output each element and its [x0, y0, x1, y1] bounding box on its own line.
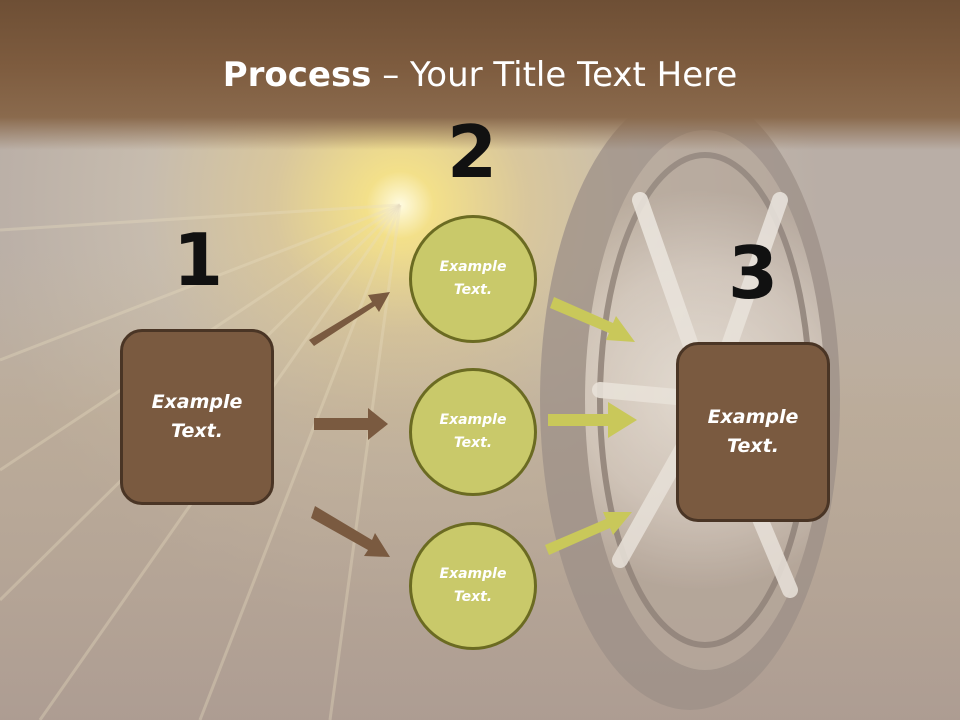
circle-2-line2: Text.	[453, 435, 493, 451]
step-number-2: 2	[446, 110, 498, 194]
arrow-to-circle-3	[311, 506, 390, 557]
slide-title: Process – Your Title Text Here	[0, 52, 960, 98]
arrow-to-circle-2	[314, 408, 388, 440]
right-box: Example Text.	[676, 342, 830, 522]
arrow-from-circle-2	[548, 402, 637, 438]
step-number-3: 3	[727, 231, 779, 315]
circle-1: Example Text.	[409, 215, 537, 343]
circle-1-line1: Example	[439, 259, 507, 275]
arrow-from-circle-1	[550, 297, 635, 342]
circle-3: Example Text.	[409, 522, 537, 650]
circle-3-line2: Text.	[453, 589, 493, 605]
left-box: Example Text.	[120, 329, 274, 505]
left-box-line1: Example	[151, 391, 243, 413]
arrow-to-circle-1	[309, 292, 390, 346]
arrow-from-circle-3	[545, 512, 632, 555]
step-number-1: 1	[172, 218, 224, 302]
title-band	[0, 0, 960, 150]
circle-2-line1: Example	[439, 412, 507, 428]
right-box-line1: Example	[707, 406, 799, 428]
right-box-line2: Text.	[727, 435, 779, 457]
left-box-line2: Text.	[171, 420, 223, 442]
title-bold: Process	[222, 55, 372, 95]
circle-2: Example Text.	[409, 368, 537, 496]
circle-3-line1: Example	[439, 566, 507, 582]
title-rest: – Your Title Text Here	[371, 55, 738, 95]
circle-1-line2: Text.	[453, 282, 493, 298]
